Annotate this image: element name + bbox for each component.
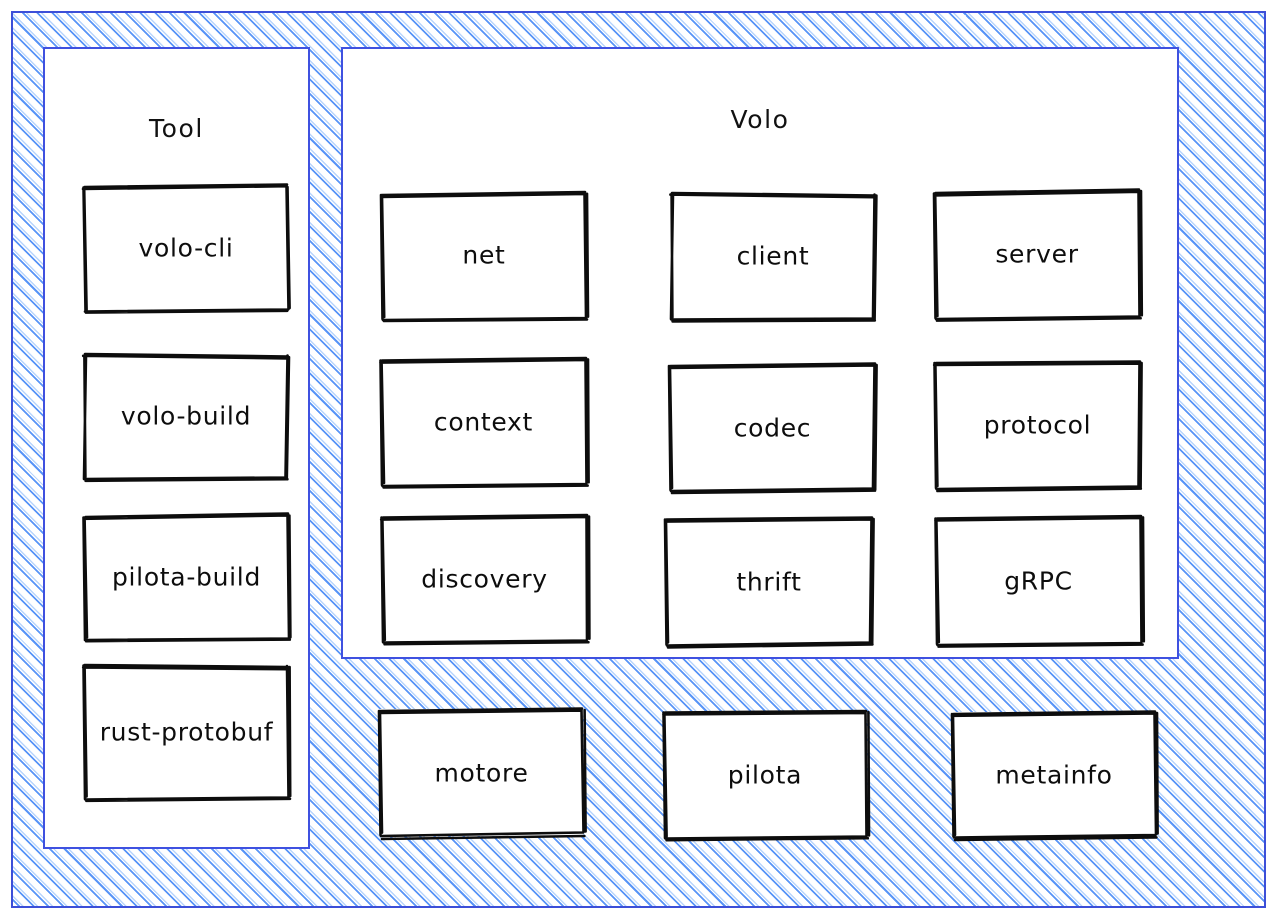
box-label: protocol — [983, 410, 1092, 440]
box-label: volo-cli — [138, 233, 234, 262]
box-codec[interactable]: codec — [667, 361, 878, 495]
box-server[interactable]: server — [932, 186, 1144, 322]
box-label: discovery — [421, 564, 548, 593]
box-protocol[interactable]: protocol — [932, 358, 1143, 493]
box-label: net — [462, 240, 506, 270]
box-thrift[interactable]: thrift — [663, 515, 875, 649]
box-rust-protobuf[interactable]: rust-protobuf — [81, 661, 292, 803]
box-client[interactable]: client — [668, 189, 878, 323]
box-label: pilota — [727, 760, 803, 789]
box-volo-build[interactable]: volo-build — [81, 351, 291, 483]
box-label: rust-protobuf — [99, 717, 274, 746]
group-title-tool: Tool — [149, 114, 204, 143]
box-label: client — [736, 241, 810, 270]
box-pilota[interactable]: pilota — [661, 708, 871, 842]
box-net[interactable]: net — [379, 189, 590, 323]
box-pilota-build[interactable]: pilota-build — [81, 511, 292, 643]
box-label: context — [433, 407, 534, 436]
box-motore[interactable]: motore — [377, 706, 587, 841]
box-label: thrift — [736, 567, 802, 596]
box-context[interactable]: context — [378, 355, 590, 489]
box-metainfo[interactable]: metainfo — [950, 709, 1159, 842]
box-discovery[interactable]: discovery — [379, 512, 591, 646]
box-label: server — [995, 239, 1079, 269]
box-label: metainfo — [995, 760, 1113, 789]
box-label: pilota-build — [111, 562, 262, 591]
box-label: codec — [733, 413, 812, 442]
group-title-volo: Volo — [730, 105, 790, 134]
box-label: motore — [434, 758, 529, 787]
box-volo-cli[interactable]: volo-cli — [81, 182, 291, 314]
box-label: volo-build — [120, 401, 252, 431]
box-grpc[interactable]: gRPC — [933, 513, 1146, 648]
box-label: gRPC — [1004, 566, 1073, 595]
